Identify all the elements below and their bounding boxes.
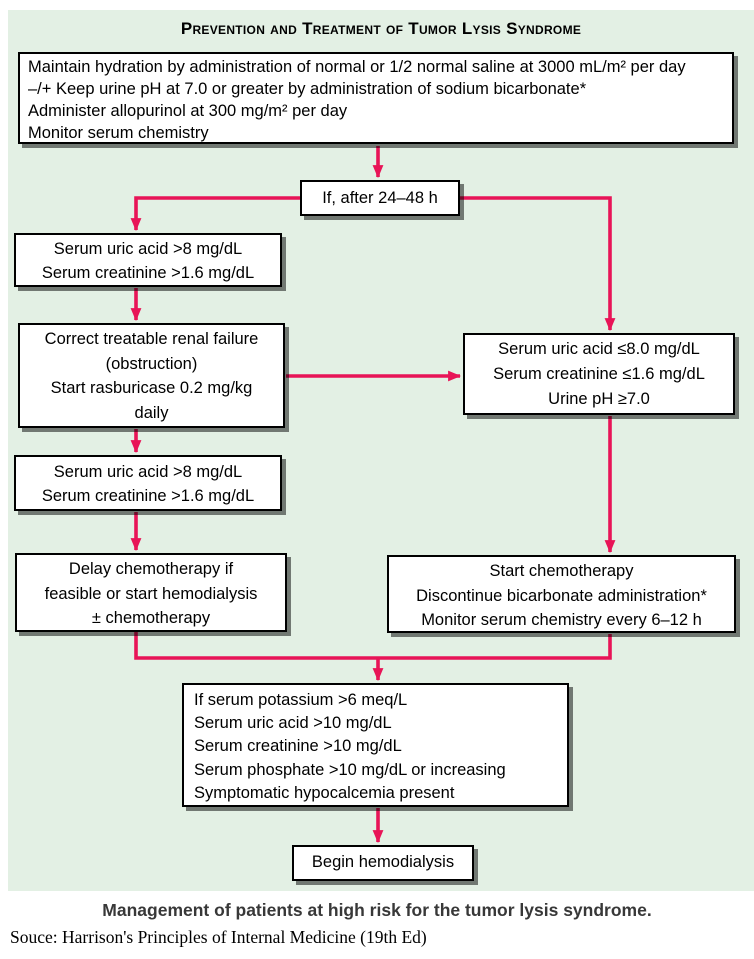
node-start-chemotherapy: Start chemotherapy Discontinue bicarbona… xyxy=(387,555,736,633)
node-line: If serum potassium >6 meq/L xyxy=(194,691,408,709)
node-line: Monitor serum chemistry xyxy=(28,124,209,142)
node-hemodialysis-criteria: If serum potassium >6 meq/L Serum uric a… xyxy=(182,683,569,807)
node-line: Delay chemotherapy if xyxy=(68,560,234,578)
node-line: feasible or start hemodialysis xyxy=(44,584,258,603)
node-line: (obstruction) xyxy=(105,354,198,373)
node-line: Serum creatinine ≤1.6 mg/dL xyxy=(493,365,705,383)
node-line: Begin hemodialysis xyxy=(311,853,455,871)
figure-source: Souce: Harrison's Principles of Internal… xyxy=(10,927,427,947)
node-line: Serum uric acid >8 mg/dL xyxy=(53,240,243,258)
node-begin-hemodialysis: Begin hemodialysis xyxy=(292,845,474,881)
node-line: ± chemotherapy xyxy=(91,609,211,627)
node-line: Start rasburicase 0.2 mg/kg xyxy=(50,379,253,397)
node-line: Discontinue bicarbonate administration* xyxy=(416,586,707,605)
node-line: –/+ Keep urine pH at 7.0 or greater by a… xyxy=(28,80,587,98)
node-line: Urine pH ≥7.0 xyxy=(548,390,650,408)
figure-caption: Management of patients at high risk for … xyxy=(102,900,652,920)
node-correct-renal-failure: Correct treatable renal failure (obstruc… xyxy=(18,323,285,428)
node-line: Serum creatinine >1.6 mg/dL xyxy=(41,487,255,505)
node-line: Start chemotherapy xyxy=(489,562,634,580)
node-initial-protocol: Maintain hydration by administration of … xyxy=(18,52,734,144)
node-line: Serum creatinine >1.6 mg/dL xyxy=(41,264,255,282)
node-line: Serum uric acid >8 mg/dL xyxy=(53,463,243,481)
node-left-abnormal-labs-2: Serum uric acid >8 mg/dL Serum creatinin… xyxy=(14,455,282,511)
node-line: If, after 24–48 h xyxy=(322,189,438,207)
node-line: Serum creatinine >10 mg/dL xyxy=(194,737,402,756)
figure-title: Prevention and Treatment of Tumor Lysis … xyxy=(180,19,582,38)
node-line: Correct treatable renal failure xyxy=(44,330,259,348)
node-left-abnormal-labs-1: Serum uric acid >8 mg/dL Serum creatinin… xyxy=(14,233,282,287)
node-line: Serum uric acid >10 mg/dL xyxy=(194,714,392,733)
node-line: Administer allopurinol at 300 mg/m² per … xyxy=(28,102,348,120)
node-decision-24-48h: If, after 24–48 h xyxy=(300,180,460,216)
node-right-normal-labs: Serum uric acid ≤8.0 mg/dL Serum creatin… xyxy=(463,333,735,415)
node-line: Serum phosphate >10 mg/dL or increasing xyxy=(194,760,506,779)
node-line: Maintain hydration by administration of … xyxy=(28,58,686,76)
node-line: daily xyxy=(134,403,169,422)
node-line: Symptomatic hypocalcemia present xyxy=(194,783,455,802)
node-line: Monitor serum chemistry every 6–12 h xyxy=(421,611,702,629)
node-delay-chemotherapy: Delay chemotherapy if feasible or start … xyxy=(15,553,287,632)
node-line: Serum uric acid ≤8.0 mg/dL xyxy=(498,340,700,358)
